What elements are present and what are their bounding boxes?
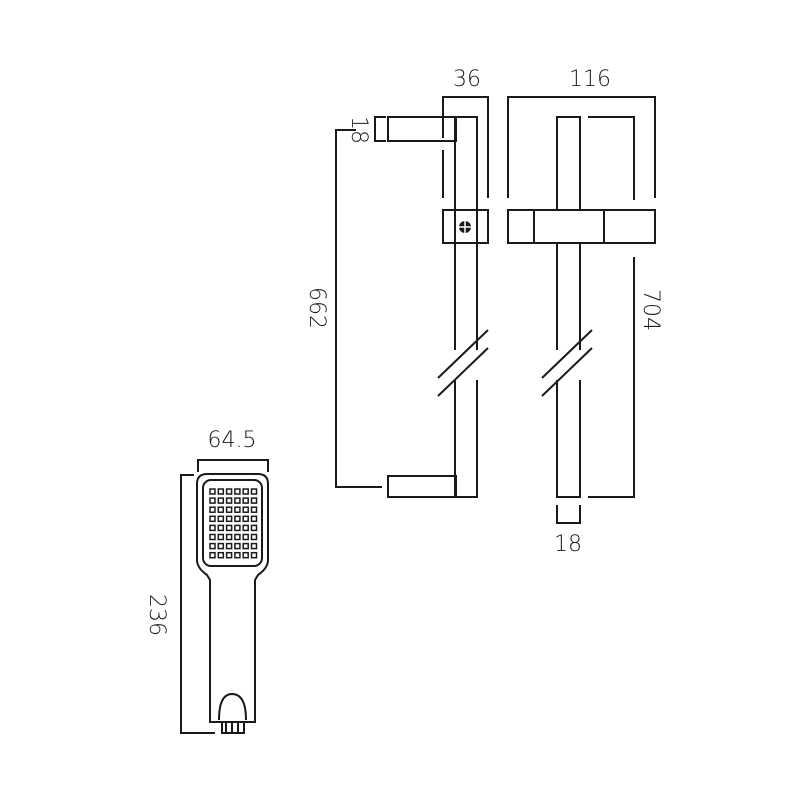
nozzle	[225, 533, 233, 541]
top-arm	[387, 116, 457, 142]
nozzle	[225, 515, 233, 523]
nozzle	[217, 515, 225, 523]
nozzle	[234, 488, 241, 495]
break-line	[541, 329, 593, 379]
rail-front-view: 116 704 18	[507, 67, 663, 557]
nozzle	[250, 551, 258, 559]
nozzle	[250, 542, 258, 550]
break-line	[437, 329, 489, 379]
dim-662	[335, 129, 382, 488]
nozzle	[234, 506, 241, 513]
nozzle	[225, 497, 233, 504]
nozzle	[242, 524, 249, 532]
nozzle	[242, 551, 249, 559]
dim-18-rail	[556, 505, 581, 524]
nozzle	[217, 506, 225, 513]
dim-704-label: 704	[638, 289, 663, 331]
nozzle	[225, 542, 233, 550]
nozzle	[242, 542, 249, 550]
handset-outline	[196, 473, 269, 723]
nozzle	[242, 506, 249, 513]
dim-64-5	[197, 459, 269, 472]
nozzle	[250, 515, 258, 523]
nozzle	[242, 533, 249, 541]
nozzle	[242, 515, 249, 523]
dim-236-label: 236	[144, 594, 169, 636]
nozzle	[234, 524, 241, 532]
nozzle	[209, 506, 216, 513]
nozzle	[225, 551, 233, 559]
nozzle	[234, 542, 241, 550]
break-line	[437, 347, 489, 397]
rail-side-view: 36 18 662	[304, 67, 489, 498]
screw-icon	[459, 221, 471, 233]
nozzle	[250, 524, 258, 532]
dim-64-5-label: 64.5	[208, 428, 257, 453]
dim-36-label: 36	[453, 67, 481, 92]
nozzle-grid	[209, 488, 258, 559]
nozzle	[250, 497, 258, 504]
nozzle	[217, 533, 225, 541]
nozzle	[250, 533, 258, 541]
dim-236	[180, 474, 215, 734]
slider-side	[442, 209, 489, 244]
nozzle	[209, 551, 216, 559]
nozzle	[209, 542, 216, 550]
nozzle	[242, 497, 249, 504]
nozzle	[217, 551, 225, 559]
dim-116	[507, 96, 656, 198]
dim-704	[588, 257, 635, 498]
dim-18-arm	[374, 116, 386, 142]
hose-connector-cap	[218, 692, 247, 721]
nozzle	[217, 524, 225, 532]
rail-side	[454, 116, 478, 498]
nozzle	[217, 542, 225, 550]
nozzle	[225, 524, 233, 532]
nozzle	[217, 497, 225, 504]
slider-front	[507, 209, 656, 244]
nozzle	[234, 515, 241, 523]
nozzle	[225, 506, 233, 513]
nozzle	[209, 533, 216, 541]
dim-36	[442, 96, 489, 198]
nozzle	[209, 515, 216, 523]
break-line	[541, 347, 593, 397]
dim-116-label: 116	[569, 67, 611, 92]
nozzle	[234, 497, 241, 504]
nozzle	[234, 551, 241, 559]
nozzle	[234, 533, 241, 541]
nozzle	[209, 497, 216, 504]
nozzle	[250, 506, 258, 513]
nozzle	[250, 488, 258, 495]
spray-face	[202, 479, 263, 567]
nozzle	[209, 524, 216, 532]
nozzle	[242, 488, 249, 495]
dim-662-label: 662	[304, 287, 329, 329]
break-gap	[436, 350, 486, 380]
handset-view: 64.5 236	[144, 428, 269, 734]
dim-18-rail-label: 18	[554, 532, 582, 557]
nozzle	[209, 488, 216, 495]
bottom-arm	[387, 475, 457, 498]
rail-front	[556, 116, 581, 498]
nozzle	[217, 488, 225, 495]
nozzle	[225, 488, 233, 495]
